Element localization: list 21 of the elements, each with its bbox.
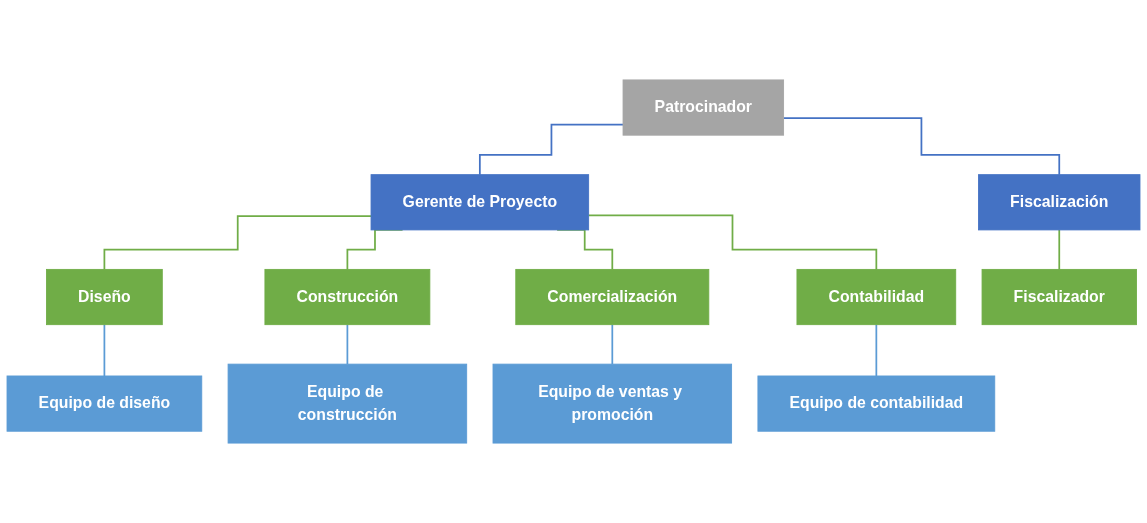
connector	[611, 323, 614, 365]
connector	[587, 214, 878, 271]
node-box: Fiscalizador	[981, 268, 1137, 326]
connector	[346, 323, 349, 365]
node-box: Gerente de Proyecto	[370, 174, 590, 231]
node-box: Equipo de diseño	[6, 375, 203, 432]
node-box: Equipo de ventas y promoción	[492, 363, 733, 444]
connector	[1058, 229, 1061, 271]
connector	[478, 123, 624, 176]
connector	[103, 323, 106, 377]
node-box: Equipo de construcción	[227, 363, 468, 444]
connector	[875, 323, 878, 377]
node-box: Contabilidad	[796, 268, 957, 326]
connector	[782, 117, 1061, 176]
connector	[103, 215, 372, 271]
node-box: Diseño	[46, 268, 163, 326]
node-box: Comercialización	[515, 268, 710, 326]
node-box: Equipo de contabilidad	[757, 375, 996, 432]
node-box: Construcción	[264, 268, 431, 326]
node-box: Fiscalización	[978, 174, 1141, 231]
node-box: Patrocinador	[622, 79, 785, 136]
